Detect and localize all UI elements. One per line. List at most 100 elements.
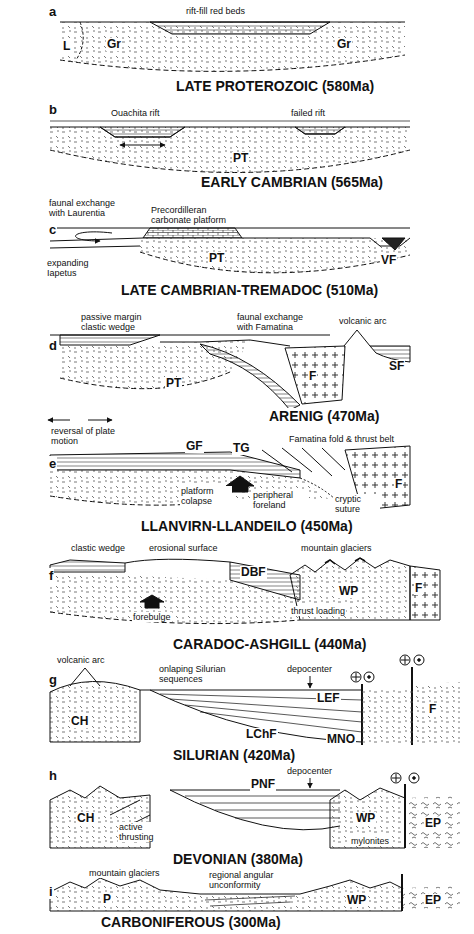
panel-title: CARBONIFEROUS (300Ma) <box>100 914 282 931</box>
terrane-label: LChF <box>245 728 278 741</box>
panel-title: LATE PROTEROZOIC (580Ma) <box>175 78 375 95</box>
glacier-marks <box>325 558 365 564</box>
terrane-label: Gr <box>106 38 122 51</box>
terrane-label: F <box>308 370 317 383</box>
panel-title: SILURIAN (420Ma) <box>172 747 296 764</box>
terrane-label: GF <box>185 440 204 453</box>
terrane-label: PT <box>165 377 182 390</box>
panel-letter: g <box>48 672 58 687</box>
feature-label: volcanic arc <box>56 655 106 665</box>
feature-label: active thrusting <box>118 822 168 842</box>
volcano <box>344 330 370 346</box>
feature-label: depocenter <box>286 664 333 674</box>
feature-label: clastic wedge <box>70 543 126 553</box>
unconformity-strata <box>205 896 295 906</box>
panel-title: CARADOC-ASHGILL (440Ma) <box>172 636 367 653</box>
surface-line <box>50 127 410 137</box>
sea-level <box>50 121 410 122</box>
fault-motion-away <box>351 672 361 682</box>
panel-title: DEVONIAN (380Ma) <box>172 851 304 868</box>
crust-fill <box>60 22 405 71</box>
panel-b <box>50 121 410 173</box>
terrane-boundary <box>76 22 83 60</box>
fault-motion-toward <box>414 655 424 665</box>
plate-motion-arrow <box>48 420 70 421</box>
oceanic-crust <box>50 238 143 248</box>
terrane-label: CH <box>70 715 89 728</box>
terrane-label: WP <box>338 585 359 598</box>
crust-fill <box>140 238 410 273</box>
panel-c <box>50 228 410 273</box>
fault-motion-away <box>391 773 401 783</box>
terrane-label: F <box>414 582 423 595</box>
panel-letter: i <box>48 884 54 899</box>
terrane-label: PNF <box>250 778 276 791</box>
feature-label: Famatina fold & thrust belt <box>288 434 395 444</box>
panel-f <box>50 558 440 624</box>
faunal-loop-arrow <box>76 232 112 241</box>
fault-motion-toward <box>413 777 416 780</box>
basin-floor <box>170 790 340 830</box>
mylonite-fault <box>404 784 406 848</box>
fault-motion-toward <box>418 659 421 662</box>
wp-mountains <box>290 558 410 620</box>
feature-label: platform colapse <box>180 486 232 506</box>
feature-label: failed rift <box>290 108 326 118</box>
feature-label: expanding Iapetus <box>46 258 103 278</box>
crust-fill <box>60 340 250 389</box>
feature-label: passive margin clastic wedge <box>80 312 158 332</box>
strike-slip-faults <box>362 667 412 745</box>
terrane-label: EP <box>424 894 442 907</box>
fault-line <box>401 874 403 911</box>
ouachita-rift <box>100 127 185 137</box>
feature-label: mountain glaciers <box>88 868 161 878</box>
panel-title: EARLY CAMBRIAN (565Ma) <box>200 174 384 191</box>
feature-label: faunal exchange with Laurentia <box>48 198 130 218</box>
crust-base <box>60 372 230 389</box>
depocenter-arrow <box>310 676 311 688</box>
dbf-basin <box>230 562 300 600</box>
fault-motion-away <box>392 774 400 782</box>
crust-base <box>50 612 300 624</box>
fault-motion-away <box>352 673 360 681</box>
basin-strata <box>185 796 340 818</box>
panel-title: LLANVIRN-LLANDEILO (450Ma) <box>140 518 354 535</box>
panel-letter: f <box>48 568 54 583</box>
terrane-label: F <box>428 703 437 716</box>
panel-letter: e <box>48 456 57 471</box>
erosional-surface <box>125 559 230 563</box>
famatina-block <box>410 566 440 620</box>
panel-h <box>50 773 460 848</box>
terrane-label: Gr <box>336 38 352 51</box>
feature-label: thrust loading <box>290 606 346 616</box>
panel-title: ARENIG (470Ma) <box>268 408 380 425</box>
vf-basin <box>382 238 405 250</box>
panel-a <box>60 22 405 71</box>
panel-title: LATE CAMBRIAN-TREMADOC (510Ma) <box>120 282 379 299</box>
panel-letter: c <box>48 222 57 237</box>
carbonate-platform <box>143 228 242 238</box>
panel-letter: a <box>48 4 57 19</box>
terrane-label: L <box>62 40 71 53</box>
plate-motion-arrow <box>88 420 112 421</box>
panel-d <box>50 330 410 410</box>
failed-rift <box>295 127 345 134</box>
surface-line <box>160 340 290 346</box>
terrane-label: P <box>102 893 112 906</box>
terrane-label: WP <box>355 812 376 825</box>
feature-label: Ouachita rift <box>110 108 161 118</box>
feature-label: erosional surface <box>148 543 219 553</box>
ep-block <box>405 796 460 848</box>
terrane-label: PT <box>232 152 249 165</box>
clastic-wedge <box>60 335 160 345</box>
panel-g <box>50 655 460 745</box>
feature-label: mountain glaciers <box>300 543 373 553</box>
feature-label: onlaping Silurian sequences <box>158 664 242 684</box>
surface-line <box>140 690 362 691</box>
mno-block <box>362 690 412 745</box>
crust-base <box>140 252 410 273</box>
fault-motion-away <box>401 656 409 664</box>
feature-label: Precordilleran carbonate platform <box>150 205 244 225</box>
